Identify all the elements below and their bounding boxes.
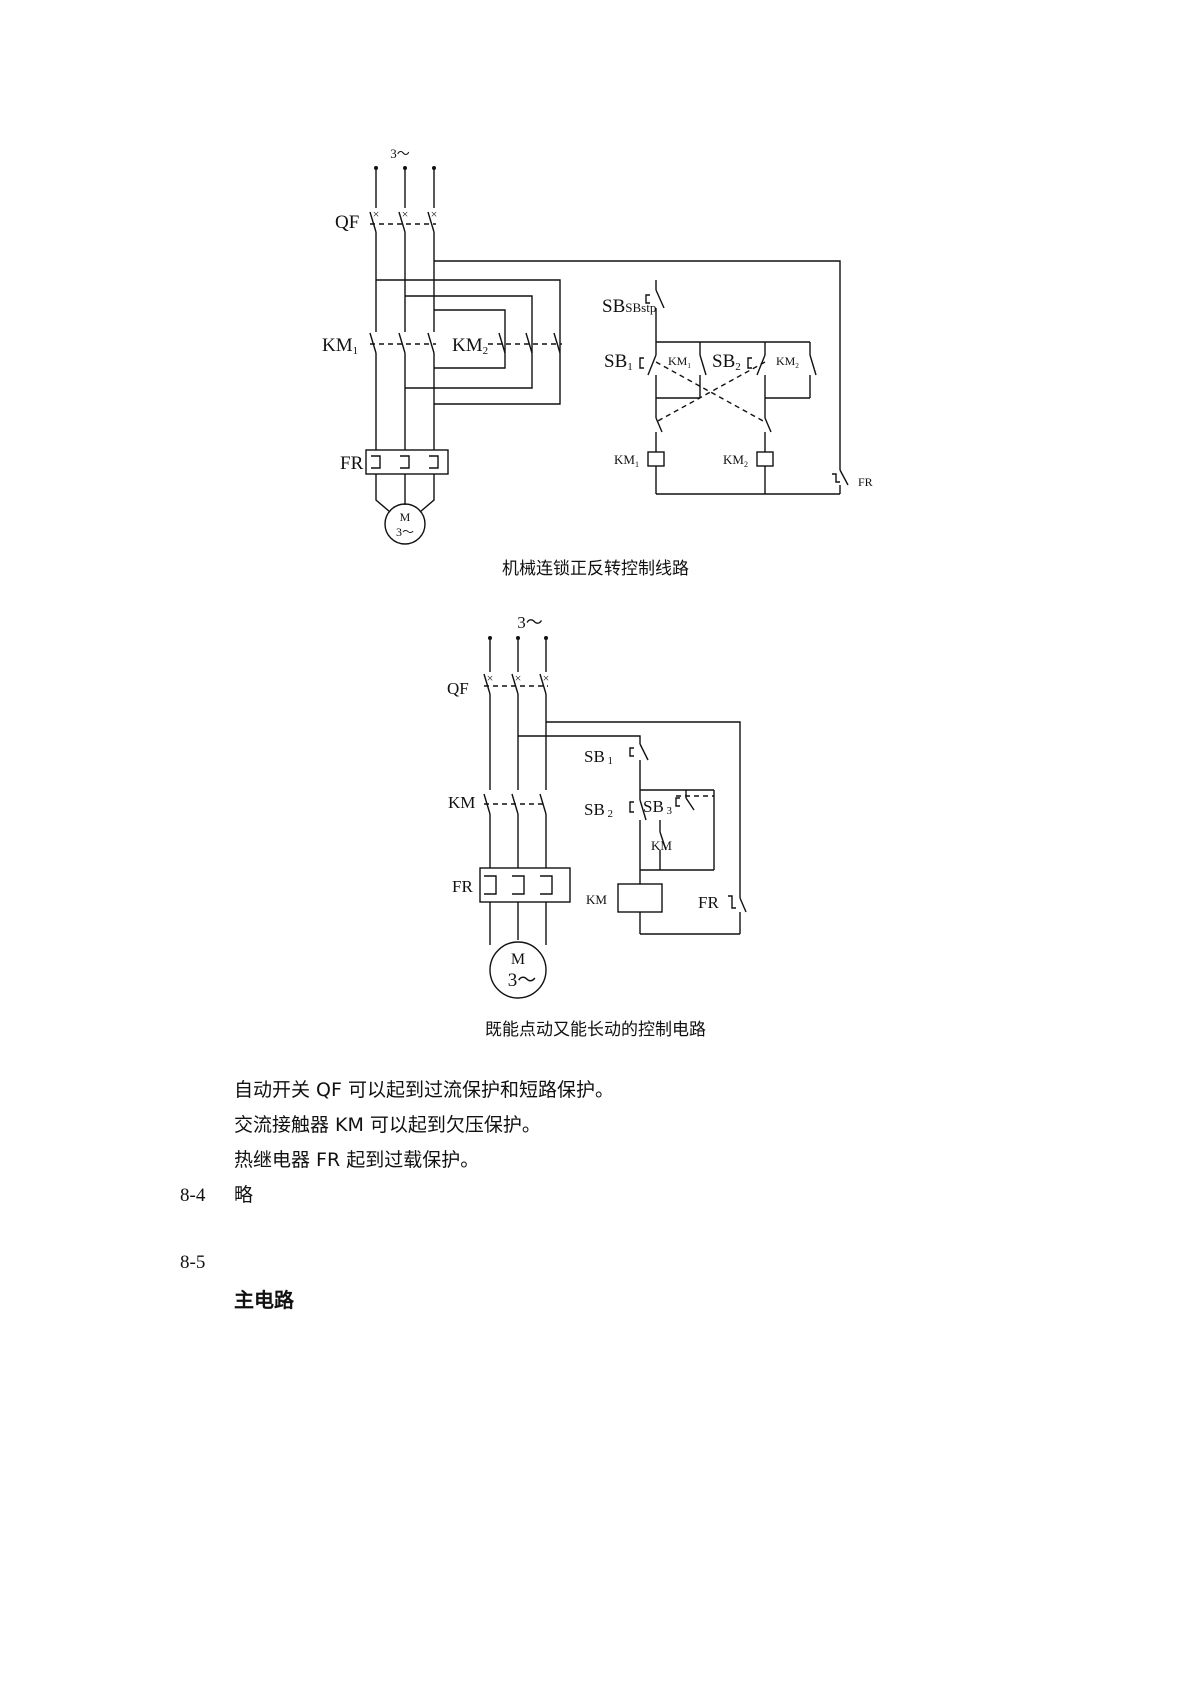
fr-thermal-relay-box bbox=[365, 449, 449, 475]
km2-hold-contact bbox=[809, 354, 817, 376]
sb1-label: SB 1 bbox=[584, 747, 613, 767]
km-protection-text: 交流接触器 KM 可以起到欠压保护。 bbox=[234, 1114, 541, 1136]
forward-reverse-interlock-diagram: 3～ QF × × × KM1 KM2 bbox=[322, 146, 873, 545]
km-main-contacts bbox=[483, 793, 547, 815]
fr-thermal-relay-box bbox=[479, 867, 571, 903]
km1-hold-contact bbox=[699, 354, 707, 376]
sb1-button-symbol bbox=[629, 743, 649, 761]
sb3-label: SB 3 bbox=[643, 797, 673, 817]
supply-label: 3～ bbox=[390, 146, 410, 161]
km1-coil bbox=[647, 451, 665, 467]
item-8-4: 8-4 略 bbox=[180, 1183, 253, 1208]
km-coil-label: KM bbox=[586, 892, 607, 907]
main-circuit-heading: 主电路 bbox=[234, 1288, 294, 1312]
motor-leads bbox=[489, 902, 547, 945]
motor-symbol bbox=[489, 941, 547, 999]
km1-main-contacts bbox=[369, 332, 436, 354]
km1-label: KM1 bbox=[322, 335, 358, 357]
sb2-button-symbol bbox=[629, 799, 647, 821]
control-supply-wires bbox=[376, 260, 841, 470]
km-label: KM bbox=[448, 793, 475, 812]
sb1-button-symbol bbox=[639, 354, 657, 376]
km2-label: KM2 bbox=[452, 335, 488, 357]
fr-contact-label: FR bbox=[698, 893, 719, 912]
motor-phase-label: 3～ bbox=[396, 525, 414, 539]
phase-lines-mid bbox=[375, 232, 435, 332]
stop-button-symbol bbox=[645, 289, 665, 309]
qf-label: QF bbox=[447, 679, 469, 698]
fr-heater-elements bbox=[371, 455, 439, 469]
sb2-label: SB 2 bbox=[584, 800, 613, 820]
jog-continuous-control-diagram: 3～ QF × × × KM FR bbox=[447, 613, 747, 999]
km-hold-contact bbox=[659, 831, 667, 851]
km2-main-contacts bbox=[488, 332, 562, 354]
km1-contact-label: KM1 bbox=[668, 354, 691, 370]
qf-breaker-symbol: × × × bbox=[483, 671, 550, 695]
phase-lines bbox=[489, 638, 547, 868]
control-circuit-wires bbox=[655, 280, 841, 495]
fr-heater-elements bbox=[484, 875, 553, 895]
svg-text:×: × bbox=[402, 207, 409, 221]
fr-protection-text: 热继电器 FR 起到过载保护。 bbox=[234, 1149, 480, 1171]
item-8-5: 8-5 bbox=[180, 1250, 234, 1275]
qf-breaker-symbol: × × × bbox=[369, 207, 438, 233]
km2-contact-label: KM2 bbox=[776, 354, 799, 370]
svg-text:×: × bbox=[487, 671, 494, 685]
qf-label: QF bbox=[335, 212, 359, 233]
motor-leads bbox=[375, 474, 435, 513]
motor-phase-label: 3～ bbox=[508, 970, 537, 991]
diagram2-caption: 既能点动又能长动的控制电路 bbox=[485, 1020, 706, 1040]
item-number: 8-4 bbox=[180, 1185, 206, 1206]
sbstp-label: SBSBstp bbox=[602, 296, 656, 317]
svg-text:×: × bbox=[431, 207, 438, 221]
fr-nc-contact bbox=[832, 469, 849, 486]
diagram1-caption: 机械连锁正反转控制线路 bbox=[502, 559, 689, 579]
fr-label: FR bbox=[340, 453, 364, 474]
phase-lines-lower bbox=[375, 353, 435, 450]
km-coil bbox=[617, 883, 663, 913]
svg-text:×: × bbox=[515, 671, 522, 685]
svg-text:×: × bbox=[543, 671, 550, 685]
sb2-button-symbol bbox=[747, 354, 766, 376]
sb1-label: SB1 bbox=[604, 351, 633, 373]
sb3-button-symbol bbox=[675, 795, 714, 811]
supply-label: 3～ bbox=[517, 613, 543, 632]
control-circuit-wires bbox=[639, 760, 741, 935]
fr-label: FR bbox=[452, 877, 473, 896]
motor-label: M bbox=[511, 951, 525, 968]
km-contact-label: KM bbox=[651, 838, 672, 853]
km1-coil-label: KM1 bbox=[614, 452, 639, 469]
item-text: 略 bbox=[234, 1184, 254, 1206]
fr-nc-contact bbox=[728, 895, 747, 913]
qf-protection-text: 自动开关 QF 可以起到过流保护和短路保护。 bbox=[234, 1079, 614, 1101]
interlock-dashed-links bbox=[655, 361, 766, 423]
svg-text:×: × bbox=[373, 207, 380, 221]
phase-lines-top bbox=[375, 168, 435, 208]
fr-contact-label: FR bbox=[858, 475, 873, 489]
km2-coil-label: KM2 bbox=[723, 452, 748, 469]
control-supply-wires bbox=[518, 721, 741, 898]
item-number: 8-5 bbox=[180, 1252, 206, 1273]
motor-label: M bbox=[400, 510, 411, 524]
km2-coil bbox=[756, 451, 774, 467]
interlock-nc-contacts bbox=[655, 417, 772, 433]
sb2-label: SB2 bbox=[712, 351, 741, 373]
motor-symbol bbox=[384, 503, 426, 545]
